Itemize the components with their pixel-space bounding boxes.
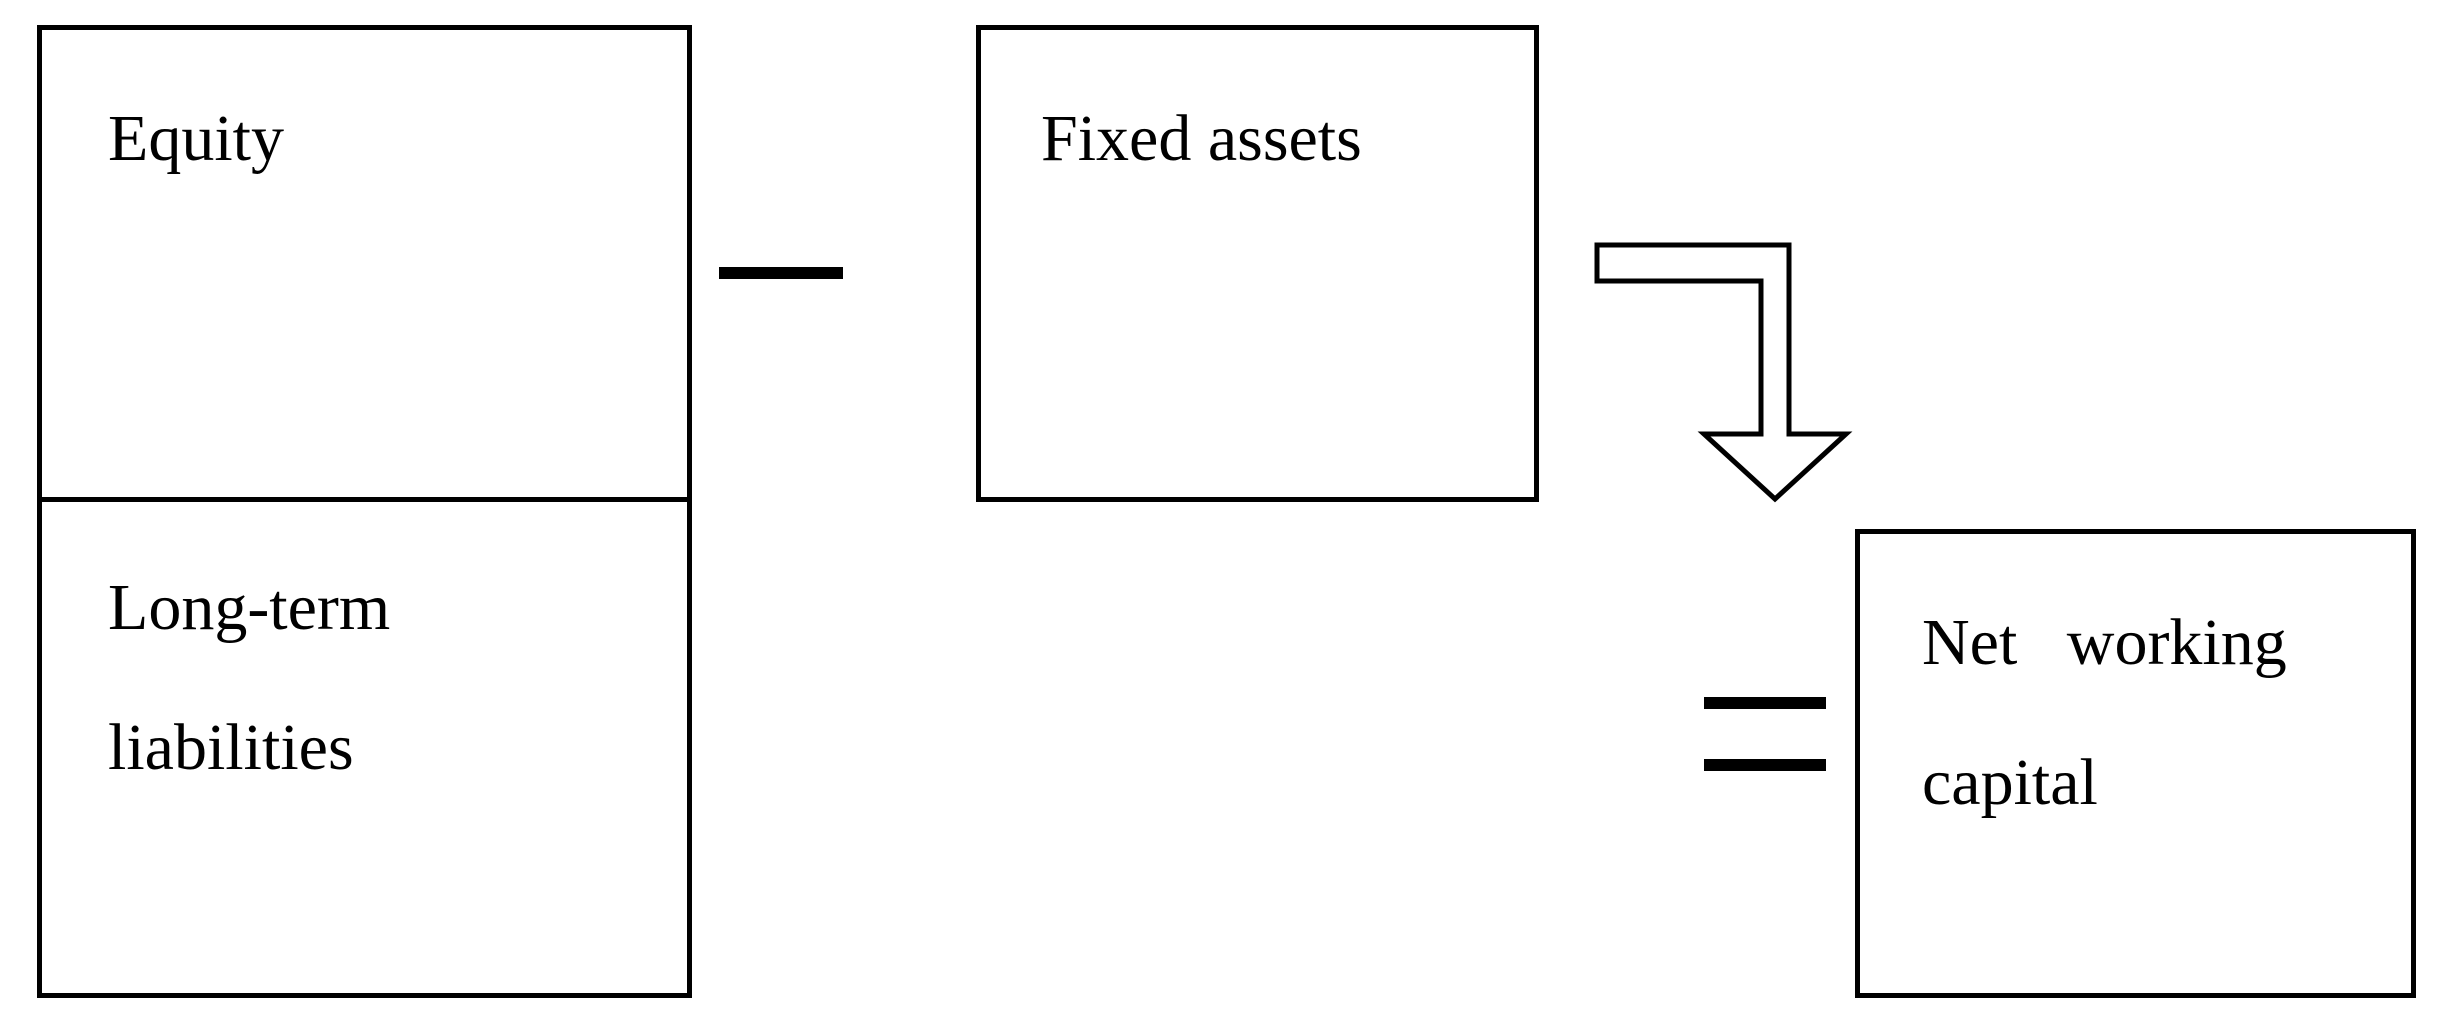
equity-box	[37, 25, 692, 502]
fixed-assets-box	[976, 25, 1539, 502]
minus-sign	[719, 267, 843, 279]
equals-sign-bottom-bar	[1704, 759, 1826, 771]
net-working-capital-box	[1855, 529, 2416, 998]
liabilities-label: liabilities	[108, 711, 354, 784]
capital-label: capital	[1922, 746, 2098, 819]
long-term-label: Long-term	[108, 571, 391, 644]
net-working-label: Net working	[1922, 606, 2287, 679]
equity-label: Equity	[108, 102, 284, 175]
fixed-assets-label: Fixed assets	[1041, 102, 1362, 175]
long-term-liabilities-box	[37, 497, 692, 998]
equals-sign-top-bar	[1704, 697, 1826, 709]
